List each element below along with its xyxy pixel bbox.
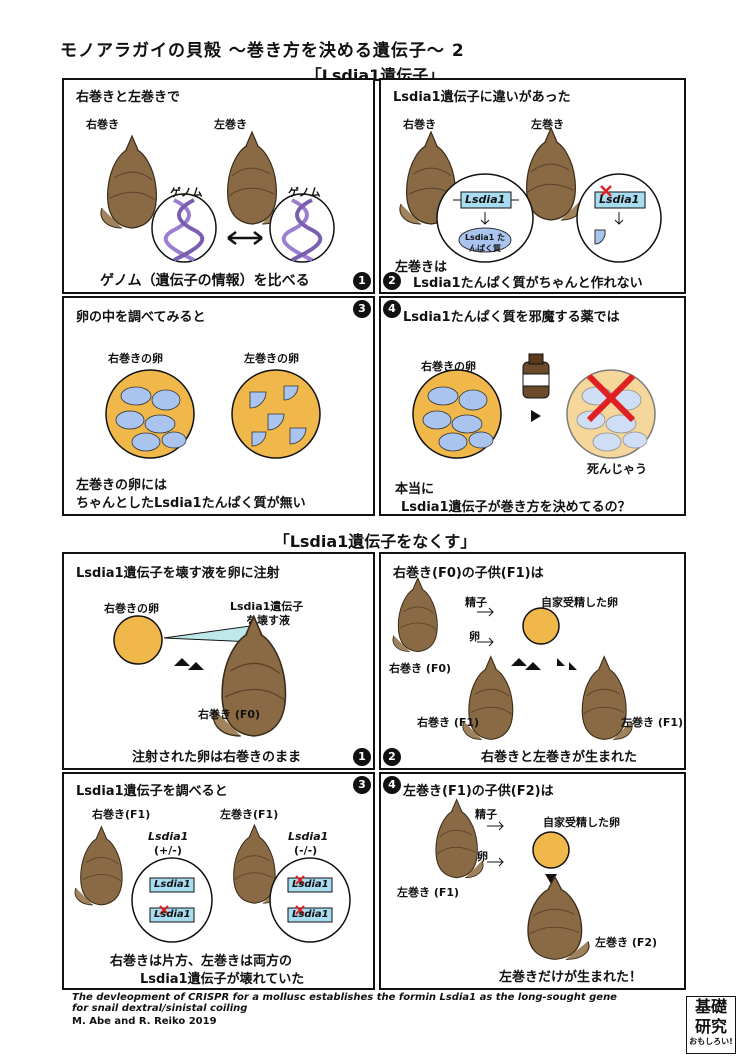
panel-7-caption-2: Lsdia1遺伝子が壊れていた <box>140 972 305 987</box>
snail-label-f0: 右巻き (F0) <box>198 708 261 721</box>
panel-3-caption-2: ちゃんとしたLsdia1たんぱく質が無い <box>76 496 306 511</box>
left-coil-egg <box>231 369 321 459</box>
genotype-right-1: Lsdia1 <box>148 830 189 843</box>
panel-number: 2 <box>383 272 401 290</box>
panel-1-header: 右巻きと左巻きで <box>76 90 181 105</box>
gene-box-label: Lsdia1 <box>599 193 640 206</box>
right-coil-snail <box>100 135 157 229</box>
egg-small-label: 卵 <box>469 630 480 643</box>
right-coil-egg <box>105 369 195 459</box>
panel-7-caption-1: 右巻きは片方、左巻きは両方の <box>110 954 293 969</box>
self-fertilized-egg-label: 自家受精した卵 <box>541 596 618 609</box>
genome-label: ゲノム <box>288 186 321 199</box>
stamp-text-small: おもしろい! <box>689 1037 733 1046</box>
self-fertilized-egg-label: 自家受精した卵 <box>543 816 620 829</box>
left-egg-label: 左巻きの卵 <box>244 352 299 365</box>
panel-4-caption-2: Lsdia1遺伝子が巻き方を決めてるの？ <box>401 500 631 515</box>
panel-5-caption: 注射された卵は右巻きのまま <box>132 750 302 765</box>
panel-3-header: 卵の中を調べてみると <box>76 310 206 325</box>
cross-mark-icon <box>586 373 636 423</box>
sperm-label: 精子 <box>465 596 487 609</box>
gene-box-label: Lsdia1 <box>465 193 506 206</box>
panel-number: 1 <box>353 272 371 290</box>
panel-2-caption-1: 左巻きは <box>395 260 448 275</box>
genotype-left-1: Lsdia1 <box>288 830 329 843</box>
panel-1: 右巻きと左巻きで 右巻き 左巻き ゲノム ゲノム ゲノム（遺伝子の情報）を比べる… <box>62 78 375 294</box>
stamp-text-1: 基礎 <box>694 997 727 1016</box>
egg-small-label: 卵 <box>477 850 488 863</box>
reference-line-1: The devleopment of CRISPR for a mollusc … <box>72 992 617 1003</box>
arrow-right-icon <box>531 410 541 422</box>
panel-number: 4 <box>383 300 401 318</box>
panel-2-caption-2: Lsdia1たんぱく質がちゃんと作れない <box>413 276 643 291</box>
panel-1-caption: ゲノム（遺伝子の情報）を比べる <box>100 273 310 289</box>
parent-label: 左巻き (F1) <box>397 886 460 899</box>
left-coil-label: 左巻き <box>531 118 564 131</box>
gene-box-label: Lsdia1 <box>292 879 329 890</box>
reference-line-2: for snail dextral/sinistal coiling <box>72 1003 248 1014</box>
panel-5-header: Lsdia1遺伝子を壊す液を卵に注射 <box>76 566 280 581</box>
panel-number: 2 <box>383 748 401 766</box>
panel-8-caption: 左巻きだけが生まれた！ <box>499 970 643 985</box>
panel-8: 左巻き(F1)の子供(F2)は 精子 卵 自家受精した卵 左巻き (F1) 左巻… <box>379 772 686 990</box>
gene-box-label: Lsdia1 <box>154 909 191 920</box>
panel-5: Lsdia1遺伝子を壊す液を卵に注射 右巻きの卵 Lsdia1遺伝子 を壊す液 … <box>62 552 375 770</box>
panel-8-header: 左巻き(F1)の子供(F2)は <box>403 784 554 799</box>
panel-4: Lsdia1たんぱく質を邪魔する薬では 右巻きの卵 死んじゃう 本当に Lsdi… <box>379 296 686 516</box>
section-title-knockout: 「Lsdia1遺伝子をなくす」 <box>273 532 477 551</box>
page-title: モノアラガイの貝殻 〜巻き方を決める遺伝子〜 2 <box>60 41 465 61</box>
liquid-label-1: Lsdia1遺伝子 <box>230 600 304 613</box>
die-label: 死んじゃう <box>587 462 648 476</box>
genotype-right-2: (+/-) <box>154 844 182 857</box>
panel-number: 4 <box>383 776 401 794</box>
panel-3: 卵の中を調べてみると 右巻きの卵 左巻きの卵 左巻きの卵には ちゃんとしたLsd… <box>62 296 375 516</box>
right-coil-label: 右巻き <box>86 118 119 131</box>
compare-arrow-icon <box>227 231 263 245</box>
egg-label: 右巻きの卵 <box>104 602 159 615</box>
left-coil-label: 左巻き <box>214 118 247 131</box>
right-f1-label: 右巻き(F1) <box>92 808 151 821</box>
child-left-label: 左巻き (F1) <box>621 716 684 729</box>
panel-number: 3 <box>353 300 371 318</box>
genome-label: ゲノム <box>170 186 203 199</box>
panel-7: Lsdia1遺伝子を調べると 右巻き(F1) 左巻き(F1) Lsdia1 (+… <box>62 772 375 990</box>
right-egg-label: 右巻きの卵 <box>108 352 163 365</box>
panel-7-header: Lsdia1遺伝子を調べると <box>76 784 228 799</box>
panel-4-header: Lsdia1たんぱく質を邪魔する薬では <box>403 310 620 325</box>
panel-2-header: Lsdia1遺伝子に違いがあった <box>393 90 571 105</box>
panel-4-caption-1: 本当に <box>395 482 435 497</box>
injected-egg <box>113 615 163 665</box>
gene-box-label: Lsdia1 <box>292 909 329 920</box>
child-label: 左巻き (F2) <box>595 936 658 949</box>
logo-stamp: 基礎 研究 おもしろい! <box>686 996 736 1054</box>
right-coil-label: 右巻き <box>403 118 436 131</box>
parent-label: 右巻き (F0) <box>389 662 452 675</box>
panel-3-caption-1: 左巻きの卵には <box>76 478 168 493</box>
panel-2: Lsdia1遺伝子に違いがあった 右巻き 左巻き Lsdia1 Lsdia1 L… <box>379 78 686 294</box>
sperm-label: 精子 <box>475 808 497 821</box>
panel-number: 1 <box>353 748 371 766</box>
left-f1-label: 左巻き(F1) <box>220 808 279 821</box>
genotype-left-2: (-/-) <box>294 844 318 857</box>
panel-6: 右巻き(F0)の子供(F1)は 精子 卵 自家受精した卵 右巻き (F0) 右巻… <box>379 552 686 770</box>
panel-6-caption: 右巻きと左巻きが生まれた <box>481 750 638 765</box>
protein-label: Lsdia1 たんぱく質 <box>464 233 506 253</box>
stamp-text-2: 研究 <box>694 1017 727 1036</box>
panel-6-header: 右巻き(F0)の子供(F1)は <box>393 566 544 581</box>
panel-number: 3 <box>353 776 371 794</box>
gene-box-label: Lsdia1 <box>154 879 191 890</box>
arrow-icon <box>174 658 204 670</box>
arrow-down-icon <box>545 874 557 884</box>
child-right-label: 右巻き (F1) <box>417 716 480 729</box>
authors: M. Abe and R. Reiko 2019 <box>72 1016 217 1027</box>
